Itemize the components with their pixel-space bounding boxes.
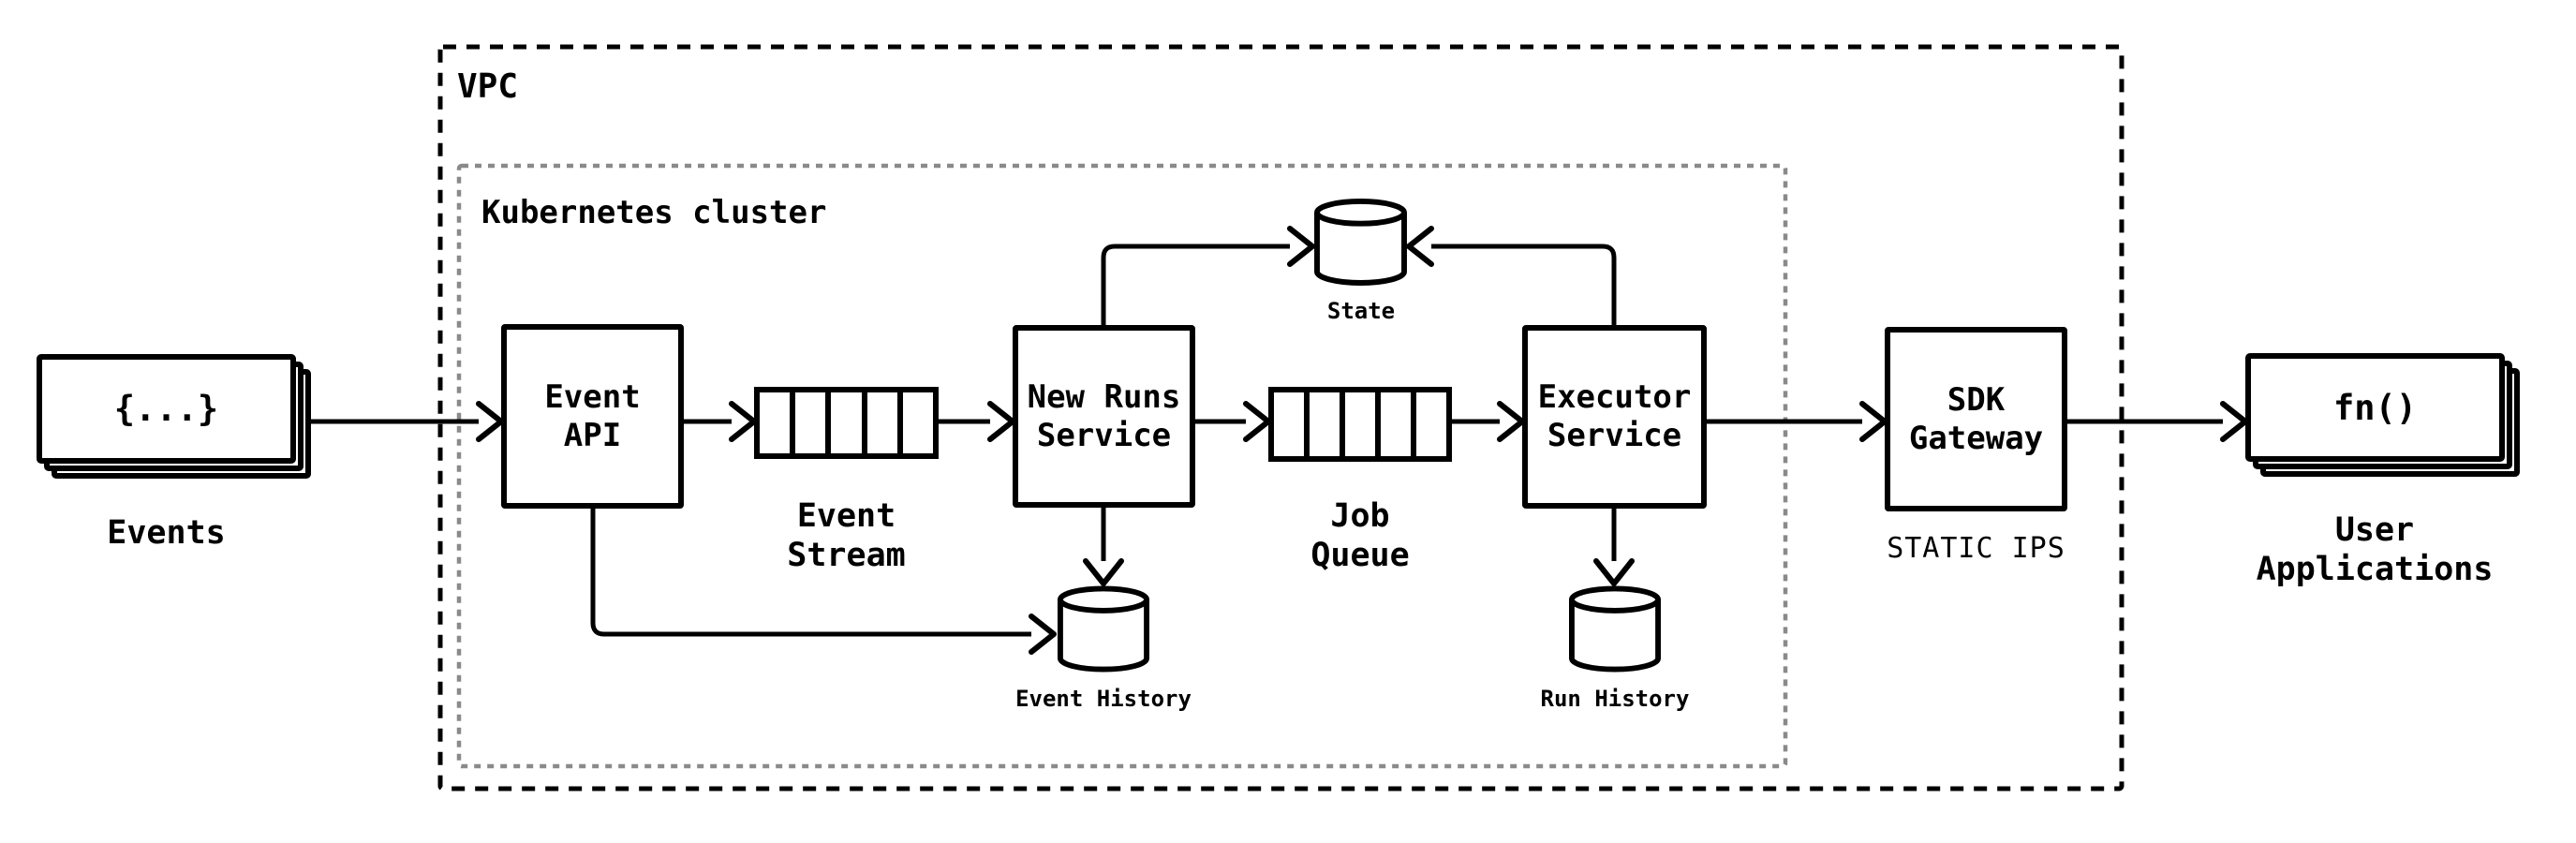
vpc-container-border — [437, 44, 2124, 791]
arrow-event-api-to-event-history — [590, 509, 1057, 655]
kubernetes-cluster-border — [456, 163, 1788, 769]
events-stack-icon: {...} — [37, 354, 311, 480]
fn-glyph: fn() — [2245, 353, 2505, 462]
job-queue-icon — [1268, 387, 1452, 462]
kubernetes-cluster-label: Kubernetes cluster — [481, 194, 827, 231]
run-history-label: Run History — [1540, 686, 1690, 712]
event-history-label: Event History — [1015, 686, 1192, 712]
executor-service-node: Executor Service — [1522, 325, 1707, 509]
events-json-glyph: {...} — [37, 354, 296, 464]
new-runs-service-node: New Runs Service — [1013, 325, 1195, 508]
vpc-label: VPC — [457, 67, 519, 106]
user-applications-label: User Applications — [2256, 511, 2494, 588]
state-database-icon — [1314, 199, 1407, 286]
arrow-executor-to-state — [1406, 226, 1617, 325]
run-history-database-icon — [1569, 585, 1661, 673]
static-ips-label: STATIC IPS — [1887, 532, 2065, 565]
event-api-node: Event API — [501, 324, 684, 509]
user-applications-stack-icon: fn() — [2245, 353, 2520, 477]
sdk-gateway-node: SDK Gateway — [1885, 327, 2067, 511]
event-stream-queue-icon — [754, 387, 939, 459]
state-label: State — [1326, 298, 1396, 324]
arrow-new-runs-to-state — [1101, 226, 1315, 325]
event-history-database-icon — [1058, 585, 1149, 673]
events-label: Events — [107, 514, 226, 552]
event-stream-label: Event Stream — [787, 497, 906, 574]
job-queue-label: Job Queue — [1310, 497, 1410, 574]
